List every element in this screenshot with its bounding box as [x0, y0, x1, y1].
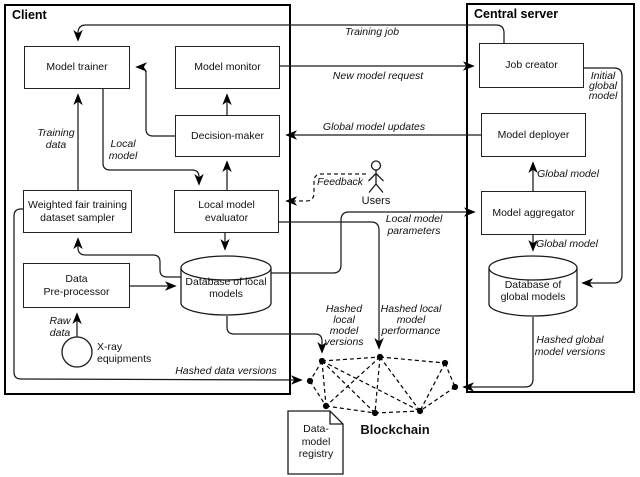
db-local-models-cylinder — [180, 255, 272, 316]
edge-initial-global-model — [581, 67, 623, 288]
label-global-model-deploy: Global model — [537, 168, 599, 180]
blockchain-edge — [379, 356, 446, 364]
box-dataset-sampler: Weighted fair training dataset sampler — [23, 190, 132, 233]
box-decision-maker: Decision-maker — [175, 115, 280, 157]
edge-hashed-local-versions — [226, 316, 327, 354]
box-model-deployer: Model deployer — [481, 113, 586, 157]
blockchain-edge — [379, 356, 421, 412]
label-local-model: Local model — [108, 138, 138, 162]
label-new-model-request: New model request — [332, 70, 424, 82]
db-global-models-cylinder — [488, 255, 578, 317]
blockchain-node — [441, 359, 449, 367]
label-feedback: Feedback — [316, 176, 364, 188]
data-model-registry-label: Data- model registry — [298, 423, 334, 460]
edge-hashed-data-versions — [13, 208, 303, 385]
box-data-preprocessor: Data Pre-processor — [23, 263, 130, 308]
edge-hashed-global-versions — [462, 317, 534, 392]
edge-db-to-sampler — [73, 237, 182, 278]
blockchain-edge — [419, 386, 456, 412]
users-icon — [368, 160, 384, 193]
edge-feedback — [285, 173, 366, 206]
central-server-container: Central server — [466, 3, 635, 393]
box-model-monitor: Model monitor — [175, 46, 280, 89]
blockchain-node — [318, 357, 326, 365]
blockchain-node — [306, 377, 314, 385]
box-local-model-evaluator: Local model evaluator — [174, 190, 279, 233]
blockchain-node — [371, 409, 379, 417]
blockchain-edge — [309, 360, 323, 382]
label-training-job: Training job — [344, 26, 400, 38]
edge-decision-to-trainer — [135, 62, 175, 137]
blockchain-node — [376, 353, 384, 361]
blockchain-node — [451, 383, 459, 391]
blockchain-edge — [374, 410, 421, 414]
db-local-models-label: Database of local models — [185, 276, 267, 300]
blockchain-edge — [419, 362, 446, 412]
blockchain-edge — [321, 360, 327, 407]
label-training-data: Training data — [37, 127, 75, 151]
label-users: Users — [361, 195, 391, 207]
edge-local-model — [102, 89, 204, 186]
blockchain-node — [322, 402, 330, 410]
blockchain-label: Blockchain — [360, 422, 430, 437]
edge-hashed-performance — [279, 221, 384, 350]
data-model-registry-doc — [287, 410, 344, 475]
blockchain-edge — [321, 356, 381, 362]
blockchain-edge — [309, 380, 327, 407]
label-initial-global-model: Initial global model — [588, 70, 618, 102]
blockchain-edge — [321, 360, 376, 414]
edge-local-model-parameters — [271, 207, 476, 274]
label-raw-data: Raw data — [49, 315, 71, 339]
label-hashed-data-versions: Hashed data versions — [175, 365, 277, 377]
label-global-model-store: Global model — [536, 238, 598, 250]
label-hashed-local-versions: Hashed local model versions — [324, 303, 364, 348]
label-local-model-parameters: Local model parameters — [385, 213, 443, 237]
label-hashed-local-performance: Hashed local model performance — [380, 303, 442, 337]
edge-training-job — [73, 24, 505, 43]
blockchain-network — [306, 353, 459, 417]
box-model-trainer: Model trainer — [24, 46, 130, 89]
central-server-title: Central server — [474, 7, 559, 21]
connector-arrows — [13, 24, 623, 392]
client-title: Client — [12, 8, 47, 22]
blockchain-edge — [374, 356, 381, 414]
db-global-models-label: Database of global models — [500, 279, 566, 303]
blockchain-edge — [444, 362, 456, 388]
xray-equipment-circle — [61, 336, 93, 368]
blockchain-edge — [321, 360, 421, 412]
box-model-aggregator: Model aggregator — [481, 191, 586, 235]
blockchain-edge — [325, 356, 381, 407]
label-hashed-global-versions: Hashed global model versions — [534, 334, 606, 358]
blockchain-node — [416, 407, 424, 415]
xray-equipment-label: X-ray equipments — [97, 341, 152, 365]
label-global-model-updates: Global model updates — [322, 121, 426, 133]
blockchain-edge — [325, 405, 376, 414]
box-job-creator: Job creator — [479, 43, 584, 88]
